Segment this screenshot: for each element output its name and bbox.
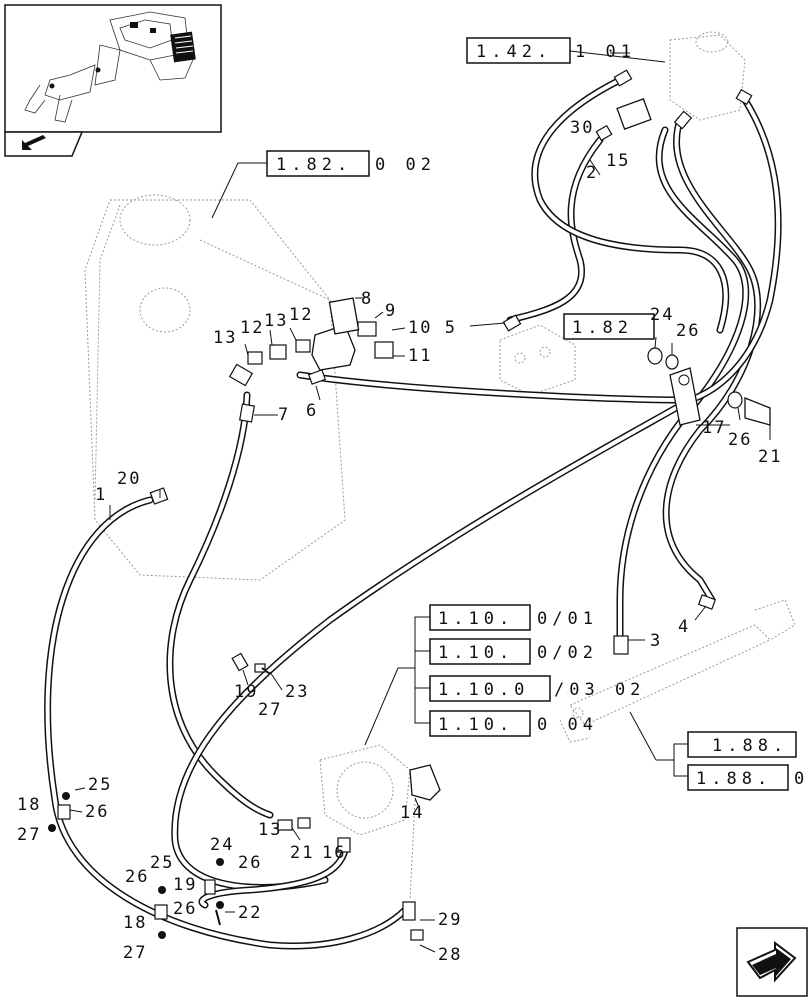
callout-26b: 26: [676, 321, 700, 341]
svg-text:/03 02: /03 02: [554, 680, 645, 700]
svg-text:0 02: 0 02: [375, 155, 436, 175]
callout-20: 20: [117, 469, 141, 489]
svg-text:1.10.: 1.10.: [438, 643, 514, 663]
callout-21a: 21: [290, 843, 314, 863]
svg-text:1.82: 1.82: [572, 318, 633, 338]
ref-ram-b[interactable]: 1.10. 0/02: [429, 638, 598, 665]
tractor-thumbnail[interactable]: [4, 4, 222, 133]
callout-26e: 26: [125, 867, 149, 887]
pump-ref-leader: [364, 667, 399, 746]
callout-12b: 12: [289, 305, 313, 325]
tank-leader: [199, 239, 331, 301]
pump-centerline: [409, 799, 416, 901]
pump-outline: [319, 744, 411, 836]
svg-text:1.10.0: 1.10.0: [438, 680, 529, 700]
back-arrow-icon[interactable]: [4, 131, 84, 157]
callout-21b: 21: [758, 447, 782, 467]
next-page-icon[interactable]: [736, 927, 808, 997]
valve-ref-leader: [569, 50, 666, 63]
callout-11: 11: [408, 346, 432, 366]
callout-14: 14: [400, 803, 424, 823]
svg-text:1 01: 1 01: [575, 42, 636, 62]
callout-25a: 25: [88, 775, 112, 795]
svg-text:0/01: 0/01: [537, 609, 598, 629]
ref-valve-block[interactable]: 1.82: [563, 313, 655, 340]
callout-6: 6: [306, 401, 318, 421]
ref-steering-valve[interactable]: 1.42. 1 01: [466, 37, 636, 64]
svg-text:1.10.: 1.10.: [438, 715, 514, 735]
callout-leaders: [69, 52, 771, 953]
svg-text:0/02: 0/02: [537, 643, 598, 663]
callout-16: 16: [322, 843, 346, 863]
callout-12a: 12: [240, 318, 264, 338]
callout-13c: 13: [258, 820, 282, 840]
callout-22: 22: [238, 903, 262, 923]
callout-29: 29: [438, 910, 462, 930]
ref-ram-a[interactable]: 1.10. 0/01: [429, 604, 598, 631]
callout-1: 1: [95, 485, 107, 505]
ref-ram-c[interactable]: 1.10.0 /03 02: [429, 675, 645, 702]
callout-9: 9: [385, 301, 397, 321]
svg-text:0 04: 0 04: [537, 715, 598, 735]
callout-26a: 26: [85, 802, 109, 822]
callout-15: 15: [606, 151, 630, 171]
svg-text:1.10.: 1.10.: [438, 609, 514, 629]
callout-13b: 13: [264, 311, 288, 331]
ref-cyl-a[interactable]: 1.88.: [687, 731, 797, 758]
callouts: 30 15 2 8 9 10 5 11 13 12 13 12 7 6 24 2…: [17, 118, 782, 965]
callout-26c: 26: [728, 430, 752, 450]
callout-27a: 27: [258, 700, 282, 720]
callout-27c: 27: [123, 943, 147, 963]
callout-24a: 24: [210, 835, 234, 855]
callout-8: 8: [361, 289, 373, 309]
callout-4: 4: [678, 617, 690, 637]
callout-18a: 18: [17, 795, 41, 815]
callout-27b: 27: [17, 825, 41, 845]
valve-block-outline: [499, 324, 576, 396]
steering-valve-outline: [669, 31, 746, 121]
hydraulic-tank-outline: [84, 194, 346, 581]
ref-tank[interactable]: 1.82. 0 02: [266, 150, 436, 177]
tank-ref-leader: [211, 162, 267, 219]
ref-ram-d[interactable]: 1.10. 0 04: [429, 710, 598, 737]
fittings: [48, 69, 771, 941]
callout-10: 10 5: [408, 318, 457, 338]
callout-26f: 26: [173, 899, 197, 919]
callout-23: 23: [285, 682, 309, 702]
callout-19b: 19: [173, 875, 197, 895]
callout-28: 28: [438, 945, 462, 965]
ref-group-1-10: [398, 616, 430, 724]
ram-cylinder-outline: [559, 599, 796, 743]
thumbnail-grille: [170, 31, 196, 63]
callout-18b: 18: [123, 913, 147, 933]
svg-text:1.88.: 1.88.: [712, 736, 788, 756]
callout-26d: 26: [238, 853, 262, 873]
svg-text:1.42.: 1.42.: [476, 42, 552, 62]
callout-25b: 25: [150, 853, 174, 873]
svg-text:0: 0: [794, 769, 809, 789]
callout-17: 17: [702, 418, 726, 438]
callout-19a: 19: [234, 682, 258, 702]
svg-text:1.88.: 1.88.: [696, 769, 772, 789]
callout-7: 7: [278, 405, 290, 425]
callout-2: 2: [586, 163, 598, 183]
callout-30: 30: [570, 118, 594, 138]
callout-24b: 24: [650, 305, 674, 325]
callout-3: 3: [650, 631, 662, 651]
svg-text:1.82.: 1.82.: [276, 155, 352, 175]
ref-group-1-88: [629, 711, 688, 777]
callout-13a: 13: [213, 328, 237, 348]
ref-cyl-b[interactable]: 1.88. 0: [687, 764, 809, 791]
